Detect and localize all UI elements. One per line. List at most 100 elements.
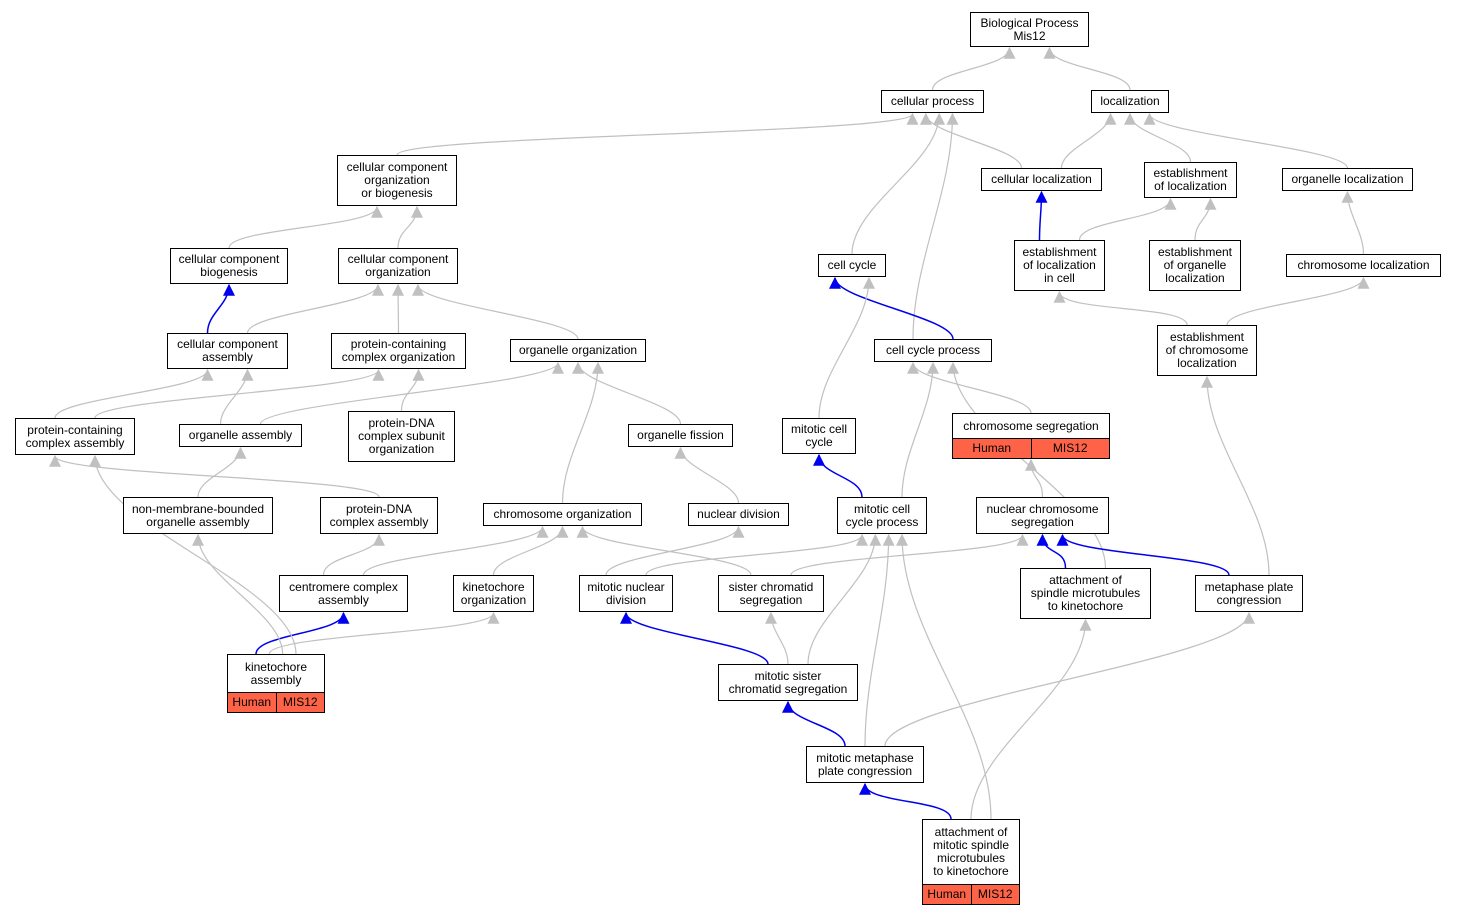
edge-is_a [1194,197,1217,241]
node-label: establishment of organelle localization [1157,245,1233,285]
edge-part_of [829,276,954,340]
node-cc[interactable]: cell cycle [818,254,886,277]
species-tag: Human [972,441,1012,455]
node-chrloc[interactable]: chromosome localization [1286,254,1441,277]
node-pcco[interactable]: protein-containing complex organization [331,333,466,369]
node-estloc[interactable]: establishment of localization [1144,162,1237,198]
node-pdnaso[interactable]: protein-DNA complex subunit organization [348,411,455,462]
node-ccb[interactable]: cellular component biogenesis [170,248,288,284]
node-label: nuclear chromosome segregation [986,501,1099,529]
node-label: cellular process [890,94,975,108]
node-mmpc[interactable]: mitotic metaphase plate congression [806,746,924,783]
edge-is_a [576,525,752,576]
node-label: chromosome organization [493,507,632,521]
edge-is_a [970,618,1092,820]
edge-is_a [851,112,946,255]
species-tag: Human [232,695,272,709]
edge-is_a [246,283,384,334]
species-tag: Human [927,887,967,901]
edge-part_of [1035,190,1048,241]
edge-part_of [206,283,235,334]
edge-is_a [219,368,254,425]
edge-is_a [790,533,1029,576]
node-ccob[interactable]: cellular component organization or bioge… [337,155,457,206]
node-label: cellular component assembly [177,337,278,364]
node-scs[interactable]: sister chromatid segregation [718,575,824,612]
node-label: protein-DNA complex assembly [329,501,429,529]
node-loc[interactable]: localization [1091,90,1169,113]
node-amsmk[interactable]: attachment of mitotic spindle microtubul… [922,819,1020,905]
node-label: chromosome localization [1297,258,1430,272]
edge-part_of [782,700,846,747]
node-ncs[interactable]: nuclear chromosome segregation [976,497,1109,534]
node-mcc[interactable]: mitotic cell cycle [782,418,856,454]
edge-is_a [572,361,682,425]
node-cca[interactable]: cellular component assembly [167,333,288,369]
node-cp[interactable]: cellular process [881,90,984,113]
node-pcca[interactable]: protein-containing complex assembly [15,418,135,455]
node-orgo[interactable]: organelle organization [510,339,646,362]
edge-is_a [1124,112,1192,163]
node-label: organelle fission [637,428,724,442]
edge-is_a [907,361,1032,414]
node-label: cellular component organization [347,252,449,279]
node-label: metaphase plate congression [1204,579,1294,607]
node-ccp[interactable]: cell cycle process [874,339,992,362]
edge-is_a [765,611,789,665]
edge-part_of [620,611,769,665]
edge-is_a [674,446,740,504]
node-mpc[interactable]: metaphase plate congression [1195,575,1303,612]
node-label: mitotic cell cycle [790,422,847,449]
node-kto[interactable]: kinetochore organization [453,575,534,612]
edge-is_a [605,525,745,576]
node-estlocc[interactable]: establishment of localization in cell [1014,240,1105,291]
node-orga[interactable]: organelle assembly [179,424,302,447]
node-chro[interactable]: chromosome organization [483,503,642,526]
edge-is_a [259,361,564,425]
node-mscs[interactable]: mitotic sister chromatid segregation [718,664,858,701]
edge-is_a [392,283,405,334]
node-label: establishment of localization [1153,166,1228,193]
node-nmboa[interactable]: non-membrane-bounded organelle assembly [123,497,273,534]
node-label: non-membrane-bounded organelle assembly [131,501,265,529]
edge-is_a [645,533,868,576]
node-bp[interactable]: Biological Process Mis12 [970,12,1089,47]
node-label: localization [1100,94,1160,108]
node-asmk[interactable]: attachment of spindle microtubules to ki… [1020,568,1151,619]
edge-is_a [1143,112,1349,169]
node-label: kinetochore organization [460,579,527,607]
node-label: organelle localization [1291,172,1404,186]
node-label: establishment of chromosome localization [1165,330,1249,370]
edge-is_a [268,611,500,655]
node-estorgloc[interactable]: establishment of organelle localization [1149,240,1241,291]
node-label: cell cycle process [885,343,981,357]
edge-is_a [1078,197,1177,241]
node-mnd[interactable]: mitotic nuclear division [579,575,673,612]
node-cco[interactable]: cellular component organization [338,248,458,284]
node-label: nuclear division [697,507,780,521]
gene-tag: MIS12 [275,693,325,712]
node-cellloc[interactable]: cellular localization [981,168,1102,191]
node-label: protein-containing complex organization [341,337,456,364]
node-orgloc[interactable]: organelle localization [1282,168,1413,191]
edge-is_a [1053,290,1188,326]
edge-is_a [912,112,959,340]
node-label: cell cycle [827,258,877,272]
node-label: establishment of localization in cell [1022,245,1097,285]
edge-is_a [1341,190,1365,255]
node-mccp[interactable]: mitotic cell cycle process [837,497,927,534]
gene-tag: MIS12 [1030,439,1110,458]
node-estchrloc[interactable]: establishment of chromosome localization [1157,325,1257,376]
node-nucdiv[interactable]: nuclear division [688,503,789,526]
edge-is_a [1060,112,1117,169]
node-orgf[interactable]: organelle fission [628,424,733,447]
node-cenca[interactable]: centromere complex assembly [279,575,408,612]
node-pdnaca[interactable]: protein-DNA complex assembly [320,497,438,534]
edge-part_of [1036,533,1067,569]
